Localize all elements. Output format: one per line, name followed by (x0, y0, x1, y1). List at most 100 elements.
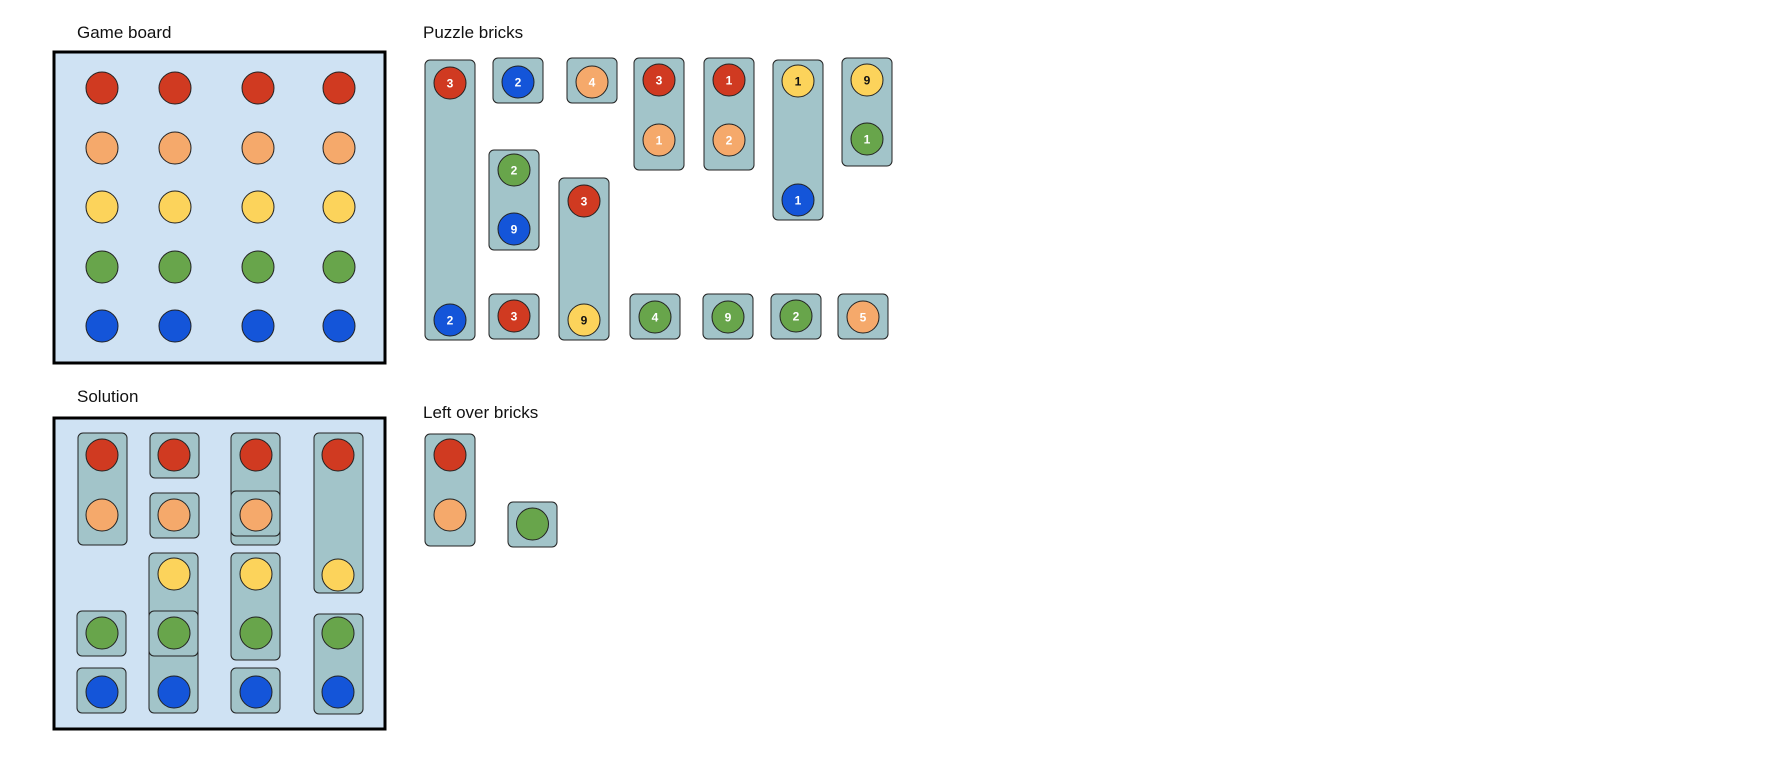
leftover-1-circle-orange (433, 498, 467, 532)
puzzle-brick-9[interactable]: 39 (558, 177, 610, 341)
puzzle-brick-8[interactable]: 29 (488, 149, 540, 251)
board-circle-green-4 (322, 250, 356, 284)
brick-14-circle-orange: 5 (846, 300, 880, 334)
brick-6-circle-yellow: 1 (781, 64, 815, 98)
solution-circle-orange-3 (239, 498, 273, 532)
solution-circle-blue-4 (321, 675, 355, 709)
puzzle-bricks-title: Puzzle bricks (423, 23, 523, 42)
solution-circle-blue-2 (157, 675, 191, 709)
brick-6-circle-blue: 1 (781, 183, 815, 217)
brick-13-circle-green: 2 (779, 299, 813, 333)
puzzle-brick-4[interactable]: 31 (633, 57, 685, 171)
brick-14-circle-orange-number: 5 (860, 311, 867, 325)
brick-12-circle-green-number: 9 (725, 311, 732, 325)
brick-9-circle-yellow-number: 9 (581, 314, 588, 328)
brick-5-circle-orange-number: 2 (726, 134, 733, 148)
brick-8-circle-green: 2 (497, 153, 531, 187)
left-over-bricks-area (424, 433, 558, 548)
brick-5-circle-red: 1 (712, 63, 746, 97)
puzzle-brick-6[interactable]: 11 (772, 59, 824, 221)
solution-circle-blue-3 (239, 675, 273, 709)
board-circle-blue-4 (322, 309, 356, 343)
solution-circle-green-4 (321, 616, 355, 650)
board-circle-red-1 (85, 71, 119, 105)
brick-1-circle-red: 3 (433, 66, 467, 100)
brick-9-body[interactable] (558, 177, 610, 341)
board-circle-orange-2 (158, 131, 192, 165)
board-circle-green-2 (158, 250, 192, 284)
board-circle-blue-1 (85, 309, 119, 343)
brick-8-circle-blue-number: 9 (511, 223, 518, 237)
solution-circle-red-4 (321, 438, 355, 472)
brick-9-circle-red: 3 (567, 184, 601, 218)
leftover-2-circle-green (516, 507, 549, 541)
brick-4-circle-red-number: 3 (656, 74, 663, 88)
solution-circle-orange-1 (85, 498, 119, 532)
board-circle-yellow-4 (322, 190, 356, 224)
brick-4-circle-red: 3 (642, 63, 676, 97)
brick-3-circle-orange: 4 (575, 65, 609, 99)
puzzle-brick-10[interactable]: 3 (488, 293, 540, 340)
puzzle-brick-11[interactable]: 4 (629, 293, 681, 340)
board-circle-orange-4 (322, 131, 356, 165)
solution-circle-green-2 (157, 616, 191, 650)
solution-circle-red-2 (157, 438, 191, 472)
brick-4-circle-orange-number: 1 (656, 134, 663, 148)
brick-1-circle-blue: 2 (433, 303, 467, 337)
left-over-leftover-2[interactable] (507, 501, 558, 548)
brick-9-circle-yellow: 9 (567, 303, 601, 337)
game-board-title: Game board (77, 23, 172, 42)
brick-8-circle-green-number: 2 (511, 164, 518, 178)
puzzle-brick-14[interactable]: 5 (837, 293, 889, 340)
brick-1-circle-blue-number: 2 (447, 314, 454, 328)
board-circle-yellow-3 (241, 190, 275, 224)
solution-circle-blue-1 (85, 675, 119, 709)
solution-circle-green-1 (85, 616, 119, 650)
solution-circle-yellow-4 (321, 558, 355, 592)
brick-1-circle-red-number: 3 (447, 77, 454, 91)
puzzle-brick-5[interactable]: 12 (703, 57, 755, 171)
left-over-leftover-1[interactable] (424, 433, 476, 547)
board-circle-blue-2 (158, 309, 192, 343)
brick-2-circle-blue-number: 2 (515, 76, 522, 90)
board-circle-yellow-1 (85, 190, 119, 224)
brick-6-circle-blue-number: 1 (795, 194, 802, 208)
solution-board (52, 416, 387, 731)
solution-circle-yellow-3 (239, 557, 273, 591)
leftover-1-circle-red (433, 438, 467, 472)
solution-circle-red-3 (239, 438, 273, 472)
board-circle-green-1 (85, 250, 119, 284)
board-circle-green-3 (241, 250, 275, 284)
brick-2-circle-blue: 2 (501, 65, 535, 99)
brick-1-body[interactable] (424, 59, 476, 341)
puzzle-brick-3[interactable]: 4 (566, 57, 618, 104)
puzzle-brick-12[interactable]: 9 (702, 293, 754, 340)
brick-8-circle-blue: 9 (497, 212, 531, 246)
brick-10-circle-red-number: 3 (511, 310, 518, 324)
puzzle-brick-7[interactable]: 91 (841, 57, 893, 167)
solution-circle-red-1 (85, 438, 119, 472)
brick-3-circle-orange-number: 4 (589, 76, 596, 90)
puzzle-brick-2[interactable]: 2 (492, 57, 544, 104)
board-circle-red-2 (158, 71, 192, 105)
puzzle-brick-13[interactable]: 2 (770, 293, 822, 340)
brick-4-circle-orange: 1 (642, 123, 676, 157)
solution-brick-4[interactable] (313, 432, 364, 594)
puzzle-brick-1[interactable]: 32 (424, 59, 476, 341)
brick-5-circle-orange: 2 (712, 123, 746, 157)
solution-circle-orange-2 (157, 498, 191, 532)
brick-5-circle-red-number: 1 (726, 74, 733, 88)
solution-title: Solution (77, 387, 138, 406)
brick-9-circle-red-number: 3 (581, 195, 588, 209)
brick-7-circle-yellow: 9 (850, 63, 884, 97)
brick-7-circle-green: 1 (850, 122, 884, 156)
brick-7-circle-yellow-number: 9 (864, 74, 871, 88)
game-board (52, 50, 387, 365)
brick-7-circle-green-number: 1 (864, 133, 871, 147)
board-circle-red-3 (241, 71, 275, 105)
board-circle-yellow-2 (158, 190, 192, 224)
brick-6-body[interactable] (772, 59, 824, 221)
brick-12-circle-green: 9 (711, 300, 745, 334)
brick-11-circle-green-number: 4 (652, 311, 659, 325)
